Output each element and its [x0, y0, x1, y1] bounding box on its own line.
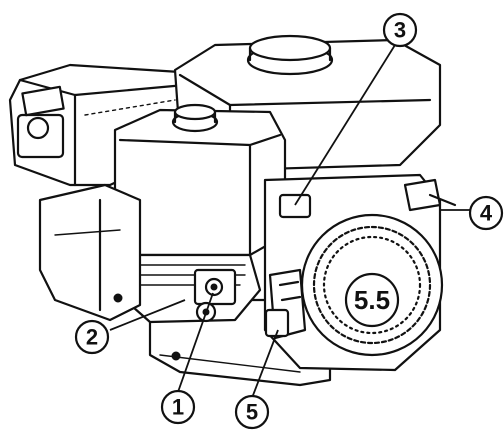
callout-5-circle: [234, 394, 270, 430]
callout-1: 1: [160, 389, 196, 425]
callout-5-label: 5: [246, 400, 258, 425]
displacement-badge: 5.5: [354, 285, 390, 315]
callout-3: 3: [382, 12, 418, 48]
callout-2: 2: [74, 319, 110, 355]
starter-grip: [264, 268, 307, 340]
callout-3-label: 3: [394, 18, 406, 43]
callout-4: 4: [468, 195, 504, 231]
callout-3-circle: [382, 12, 418, 48]
callout-2-circle: [74, 319, 110, 355]
callout-1-circle: [160, 389, 196, 425]
callout-2-label: 2: [86, 325, 98, 350]
recoil-starter: [263, 173, 444, 372]
callout-5: 5: [234, 394, 270, 430]
carburetor: [118, 253, 262, 324]
leader-lines: [109, 44, 470, 399]
callout-1-label: 1: [172, 395, 184, 420]
callout-4-label: 4: [480, 201, 493, 226]
engine-lever: [278, 178, 457, 219]
callout-group: 1 2 3 4 5: [74, 12, 504, 430]
displacement-badge-label: 5.5: [354, 285, 390, 315]
side-cover: [38, 183, 142, 322]
callout-4-circle: [468, 195, 504, 231]
